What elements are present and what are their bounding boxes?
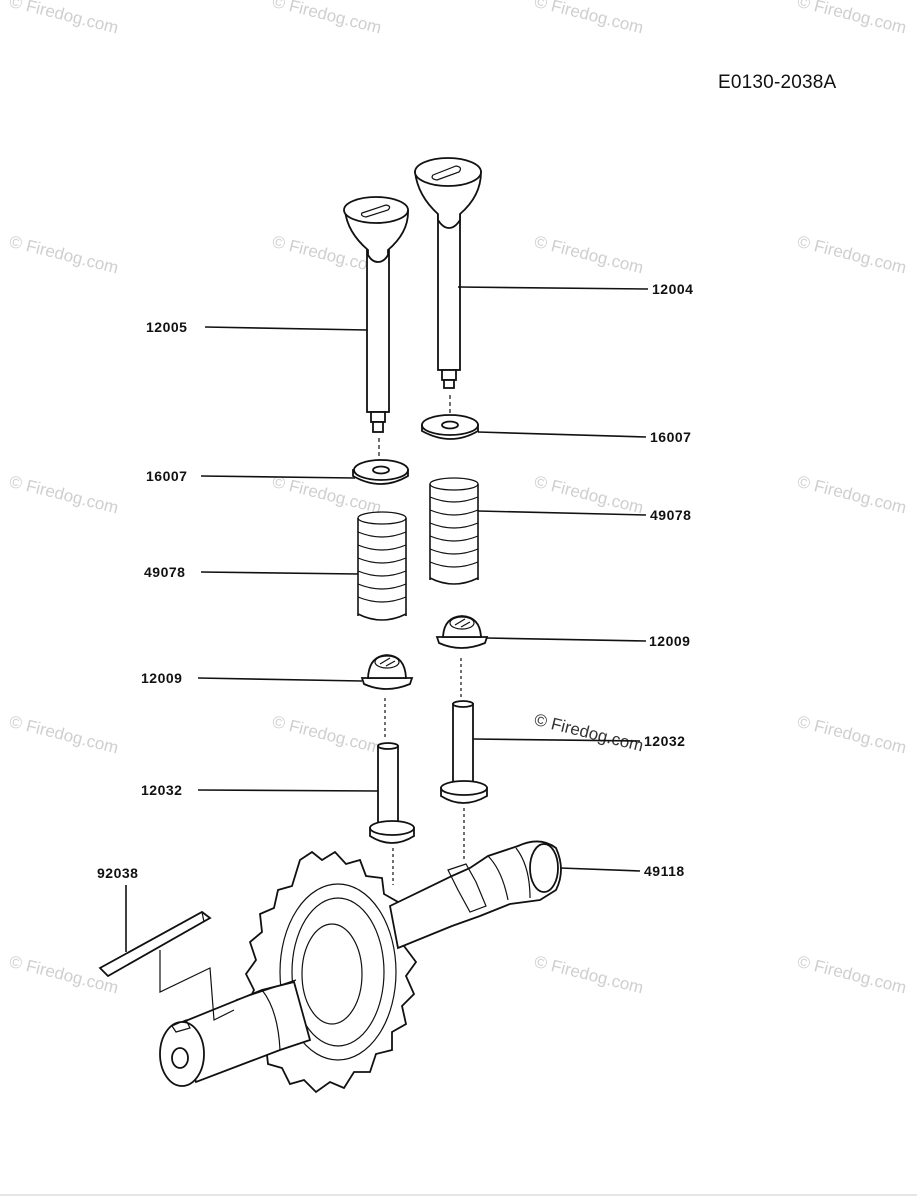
label-49078-right: 49078 bbox=[650, 507, 692, 523]
leader-lines bbox=[125, 286, 649, 952]
label-49118: 49118 bbox=[644, 863, 685, 879]
valve-spring-left bbox=[357, 511, 407, 621]
label-12032-left: 12032 bbox=[141, 782, 183, 798]
valve-cap-right bbox=[435, 615, 489, 649]
valve-intake bbox=[413, 157, 482, 389]
key bbox=[98, 910, 235, 1021]
diagram-code: E0130-2038A bbox=[718, 72, 837, 93]
label-12032-right: 12032 bbox=[644, 733, 686, 749]
label-12004: 12004 bbox=[652, 281, 694, 297]
label-12009-left: 12009 bbox=[141, 670, 183, 686]
tappet-left bbox=[369, 742, 415, 844]
spring-retainer-left bbox=[352, 438, 409, 485]
label-12005: 12005 bbox=[146, 319, 188, 335]
label-12009-right: 12009 bbox=[649, 633, 691, 649]
label-16007-right: 16007 bbox=[650, 429, 692, 445]
valve-exhaust bbox=[343, 196, 409, 433]
label-49078-left: 49078 bbox=[144, 564, 186, 580]
camshaft bbox=[159, 840, 562, 1094]
bottom-rule bbox=[0, 1194, 917, 1196]
valve-spring-right bbox=[429, 477, 479, 585]
label-16007-left: 16007 bbox=[146, 468, 188, 484]
tappet-right bbox=[440, 700, 488, 804]
label-92038: 92038 bbox=[97, 865, 139, 881]
valve-cap-left bbox=[360, 654, 414, 690]
spring-retainer-right bbox=[421, 395, 479, 440]
